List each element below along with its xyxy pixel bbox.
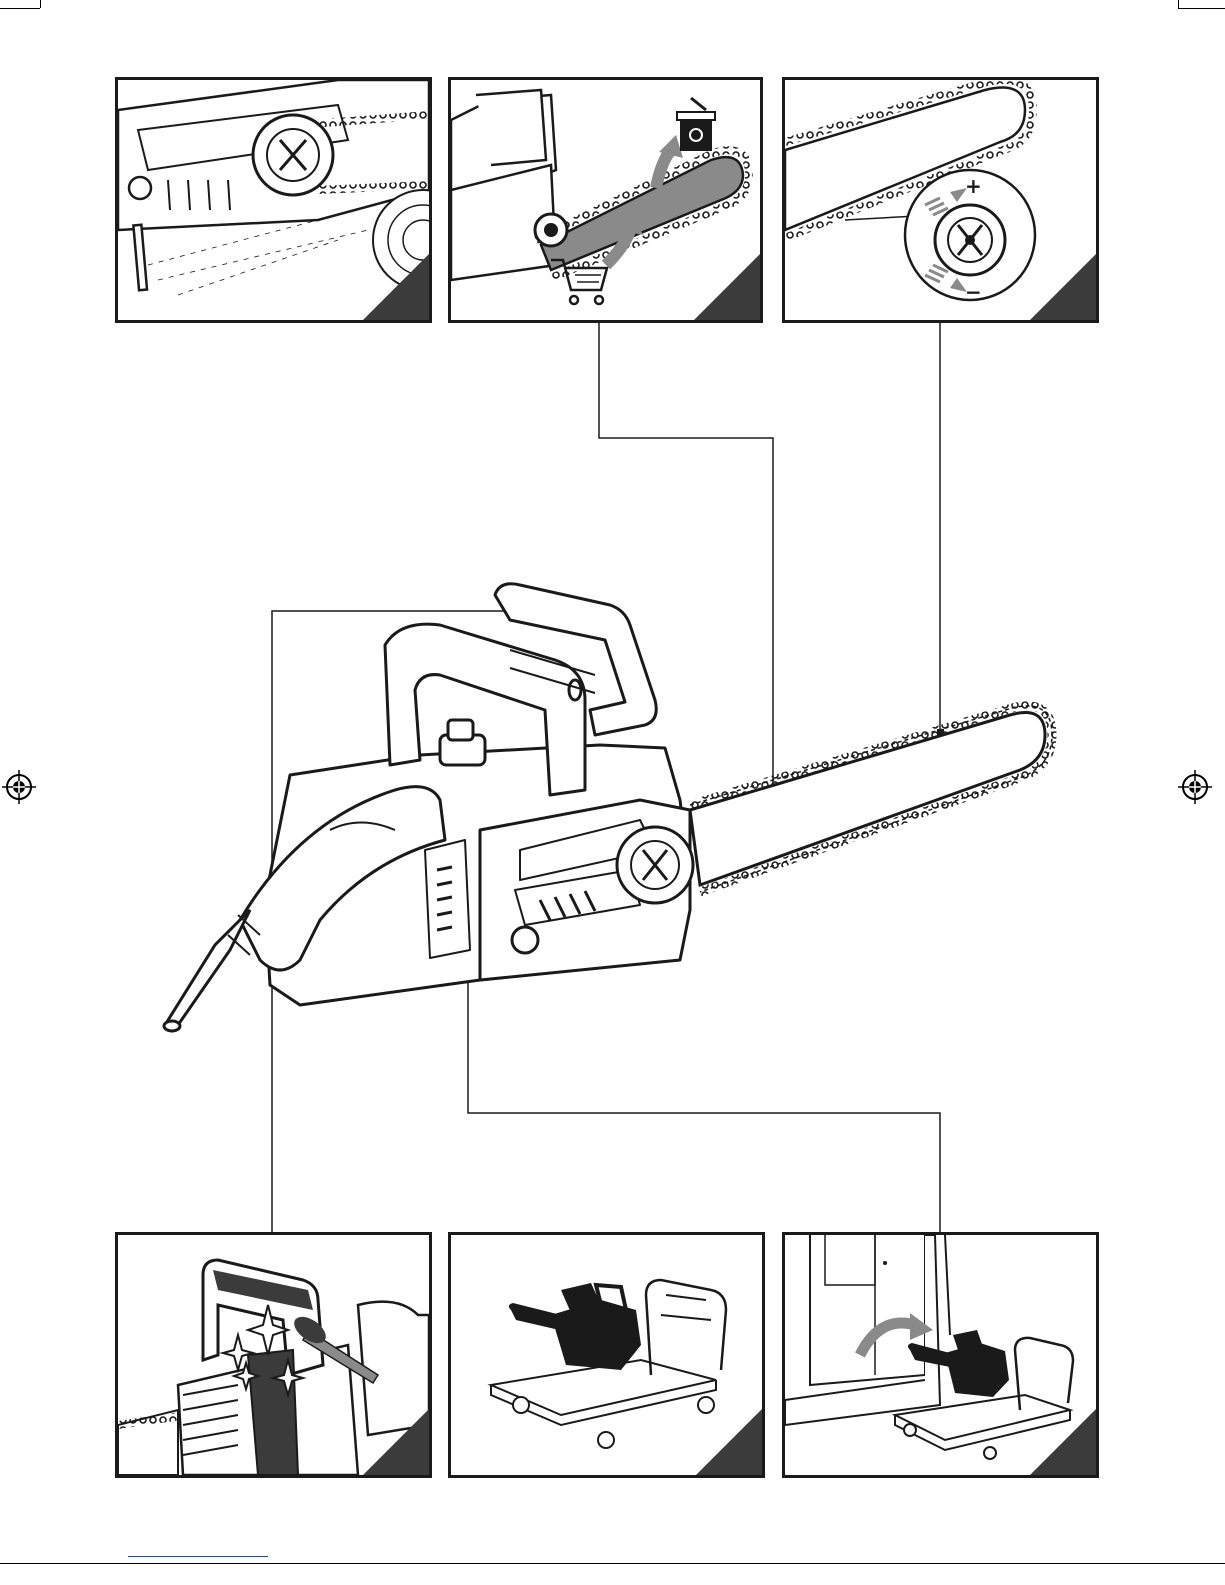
panel-chain-guard — [115, 77, 432, 323]
guide-bar — [690, 706, 1052, 892]
chainsaw-silhouette — [509, 1283, 641, 1370]
panel-corner-marker — [361, 1407, 431, 1477]
tension-plus-label: + — [965, 174, 982, 198]
panel-corner-marker — [692, 252, 762, 322]
panel-corner-marker — [1028, 252, 1098, 322]
panel-corner-marker — [1028, 1407, 1098, 1477]
tension-minus-label: − — [965, 280, 982, 304]
panel-chain-tension: + − — [782, 77, 1099, 323]
panel-cleaning — [115, 1232, 432, 1478]
recycle-bin-icon — [677, 98, 715, 150]
panel-corner-marker — [361, 252, 431, 322]
panel-bar-replacement — [448, 77, 763, 323]
panel-storage — [782, 1232, 1099, 1478]
panel-corner-marker — [694, 1407, 764, 1477]
footer-rule — [0, 1563, 1225, 1564]
panel-transport — [448, 1232, 765, 1478]
footer-underline — [128, 1556, 268, 1557]
